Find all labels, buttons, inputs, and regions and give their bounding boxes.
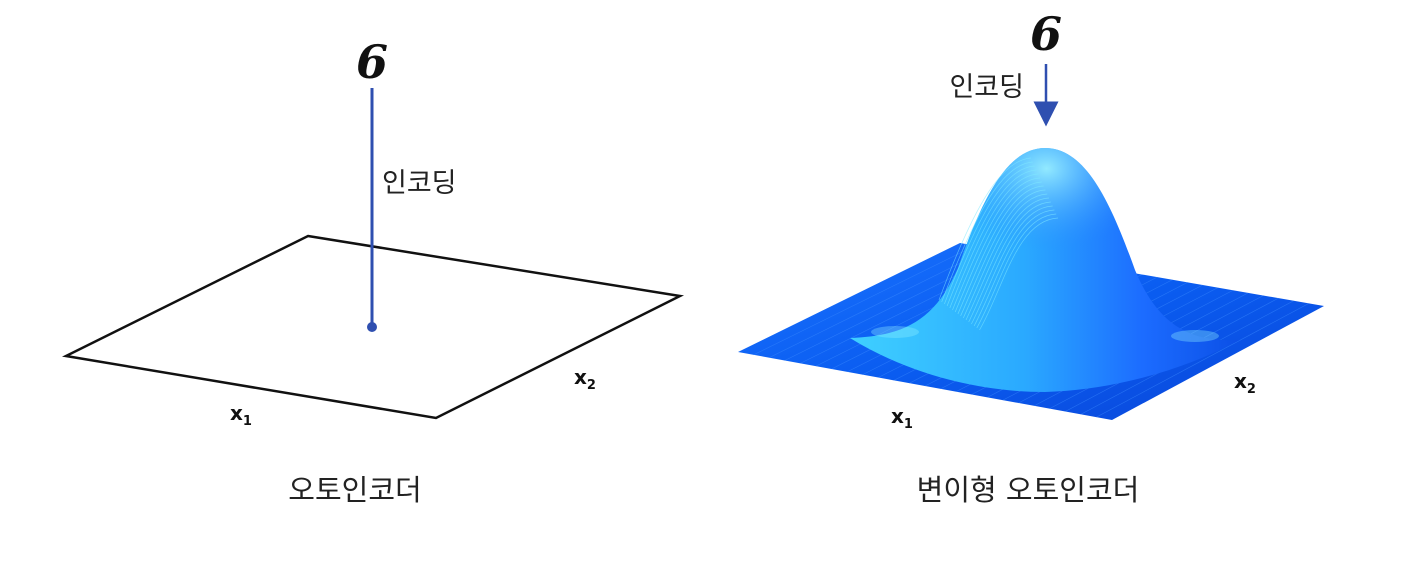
axis-x1-label: x1 [230,401,252,429]
axis-x2-label: x2 [1234,369,1256,397]
autoencoder-caption: 오토인코더 [288,473,421,507]
digit-six-input: 6 [356,35,388,89]
axis-x1-label: x1 [891,404,913,432]
encoded-point [367,322,377,332]
autoencoder-panel: 6 인코딩 x1 x2 오토인코더 [61,35,685,507]
digit-six-input: 6 [1030,7,1062,61]
encoding-label: 인코딩 [949,72,1024,103]
vae-panel: 6 인코딩 x1 x2 변이형 오토인코더 [738,7,1324,507]
vae-caption: 변이형 오토인코더 [917,473,1140,507]
encoding-label: 인코딩 [382,168,457,199]
axis-x2-label: x2 [574,365,596,393]
gaussian-surface [738,148,1324,420]
